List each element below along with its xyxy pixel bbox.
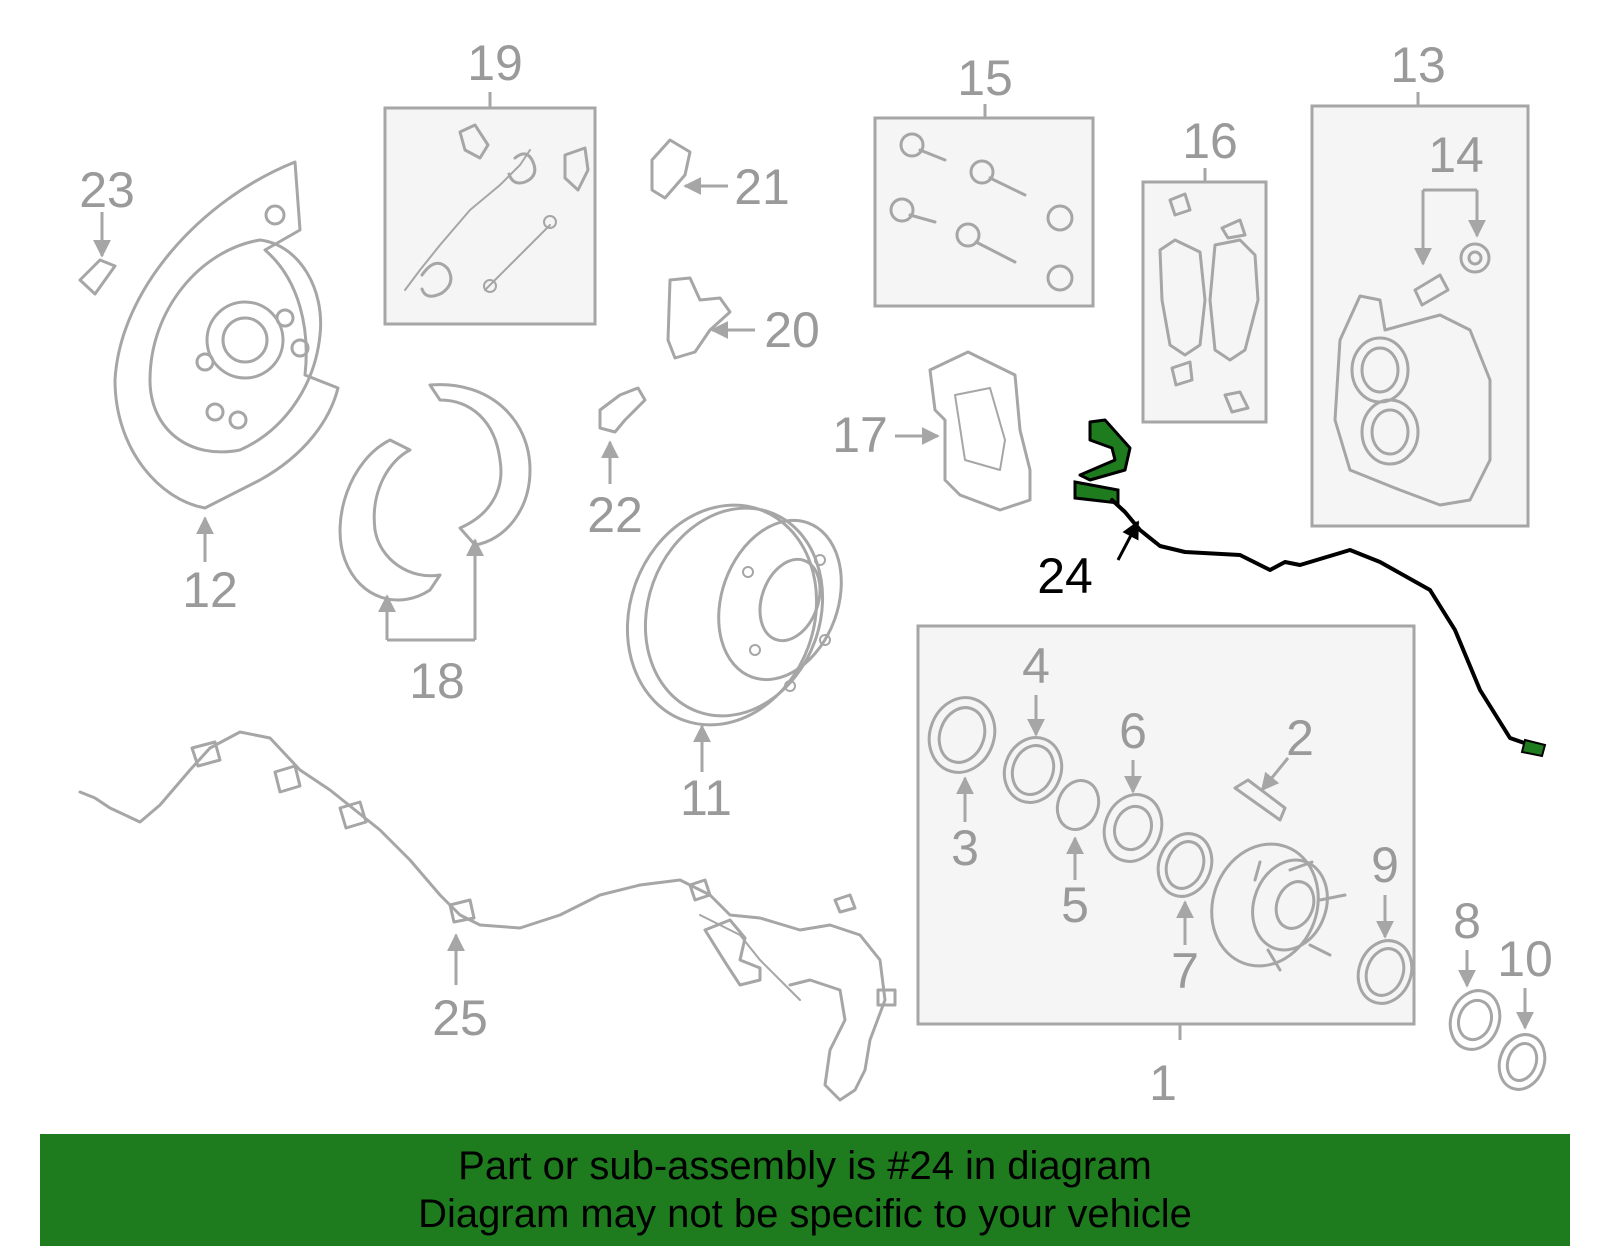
group-box-13 [1310,104,1530,528]
callout-22[interactable]: 22 [587,487,643,543]
banner-line-1: Part or sub-assembly is #24 in diagram [458,1144,1152,1188]
callout-9[interactable]: 9 [1371,837,1399,893]
callout-25[interactable]: 25 [432,990,488,1046]
callout-5[interactable]: 5 [1061,877,1089,933]
seal-part-10[interactable] [1492,988,1552,1096]
brake-hose-part-24[interactable] [1073,418,1547,758]
callout-6[interactable]: 6 [1119,703,1147,759]
bolt-kit-part-15[interactable] [889,132,1074,292]
callout-3[interactable]: 3 [951,820,979,876]
pin-part-14[interactable] [1413,188,1491,307]
callout-4[interactable]: 4 [1022,638,1050,694]
callout-14[interactable]: 14 [1428,127,1484,183]
callout-10[interactable]: 10 [1497,931,1553,987]
hardware-kit-part-19[interactable] [404,123,590,298]
callout-21[interactable]: 21 [734,159,790,215]
callout-labels: 1 2 3 4 5 6 7 8 9 10 11 12 13 14 15 16 1… [79,35,1553,1111]
callout-18[interactable]: 18 [409,653,465,709]
callout-7[interactable]: 7 [1171,943,1199,999]
callout-17[interactable]: 17 [832,407,888,463]
callout-24[interactable]: 24 [1037,548,1093,604]
caliper-part-13[interactable] [1333,294,1492,507]
hub-part-1[interactable] [1178,829,1347,1040]
stud-part-2[interactable] [1233,757,1290,822]
callout-12[interactable]: 12 [182,562,238,618]
bearing-part-6[interactable] [1095,760,1171,870]
group-box-1 [916,624,1416,1026]
caliper-bracket-part-17[interactable] [895,350,1032,512]
adjuster-part-22[interactable] [598,386,647,484]
callout-19[interactable]: 19 [467,35,523,91]
bracket-part-20[interactable] [666,276,755,360]
banner-line-2: Diagram may not be specific to your vehi… [418,1192,1192,1236]
callout-2[interactable]: 2 [1286,710,1314,766]
backing-plate-part-12[interactable] [113,160,340,510]
seal-part-9[interactable] [1350,895,1421,1011]
callout-13[interactable]: 13 [1390,37,1446,93]
callout-15[interactable]: 15 [957,50,1013,106]
seal-part-4[interactable] [995,695,1070,811]
callout-16[interactable]: 16 [1182,113,1238,169]
bearing-part-8[interactable] [1442,950,1508,1056]
snap-ring-part-5[interactable] [1051,775,1106,880]
seal-part-3[interactable] [919,688,1005,822]
group-box-19 [383,106,597,326]
clip-part-23[interactable] [78,212,117,296]
wiring-harness-part-25[interactable] [78,730,897,1102]
callout-20[interactable]: 20 [764,302,820,358]
callout-8[interactable]: 8 [1453,893,1481,949]
seal-part-7[interactable] [1150,826,1221,945]
info-banner: Part or sub-assembly is #24 in diagram D… [40,1134,1570,1246]
rotor-part-11[interactable] [597,478,862,772]
callout-23[interactable]: 23 [79,162,135,218]
callout-1[interactable]: 1 [1149,1055,1177,1111]
brake-pads-part-16[interactable] [1158,192,1260,414]
brake-shoes-part-18[interactable] [338,383,532,642]
clip-part-21[interactable] [650,138,728,200]
group-box-15 [873,116,1095,308]
callout-11[interactable]: 11 [680,770,732,826]
